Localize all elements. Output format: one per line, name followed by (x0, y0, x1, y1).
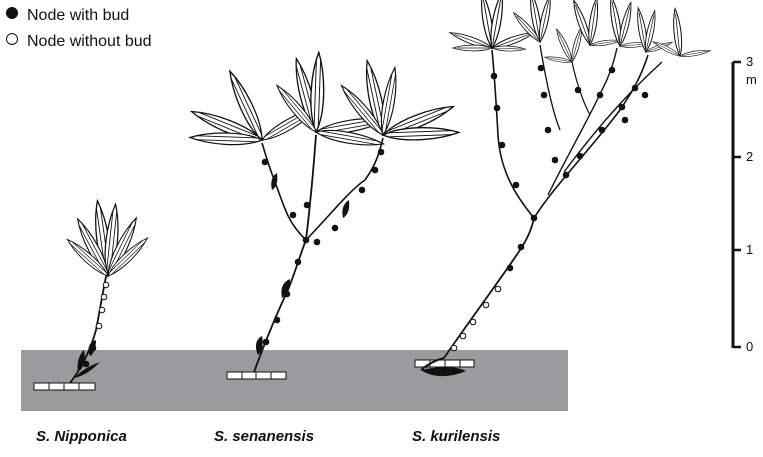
species-label-nipponica: S. Nipponica (36, 428, 127, 445)
legend-item-with-bud: Node with bud (6, 7, 129, 25)
legend-item-without-bud: Node without bud (6, 33, 152, 51)
legend-label: Node with bud (27, 7, 129, 24)
plant-s-kurilensis (415, 0, 711, 376)
leaf-cluster (64, 200, 150, 279)
scale-tick-label: 2 (746, 149, 753, 164)
scale-unit-label: m (746, 72, 757, 87)
hollow-circle-icon (6, 33, 18, 45)
leaf-cluster (544, 26, 584, 64)
legend-label: Node without bud (27, 33, 152, 50)
scale-tick-label: 3 (746, 54, 753, 69)
species-label-kurilensis: S. kurilensis (412, 428, 500, 445)
filled-circle-icon (6, 7, 18, 19)
culm (444, 218, 534, 358)
scale-tick-label: 0 (746, 339, 753, 354)
ground-band (21, 350, 568, 411)
plant-s-senanensis (189, 52, 459, 379)
leaf-cluster (652, 8, 711, 58)
height-scale-bar (733, 62, 741, 348)
species-label-senanensis: S. senanensis (214, 428, 314, 445)
scale-tick-label: 1 (746, 242, 753, 257)
